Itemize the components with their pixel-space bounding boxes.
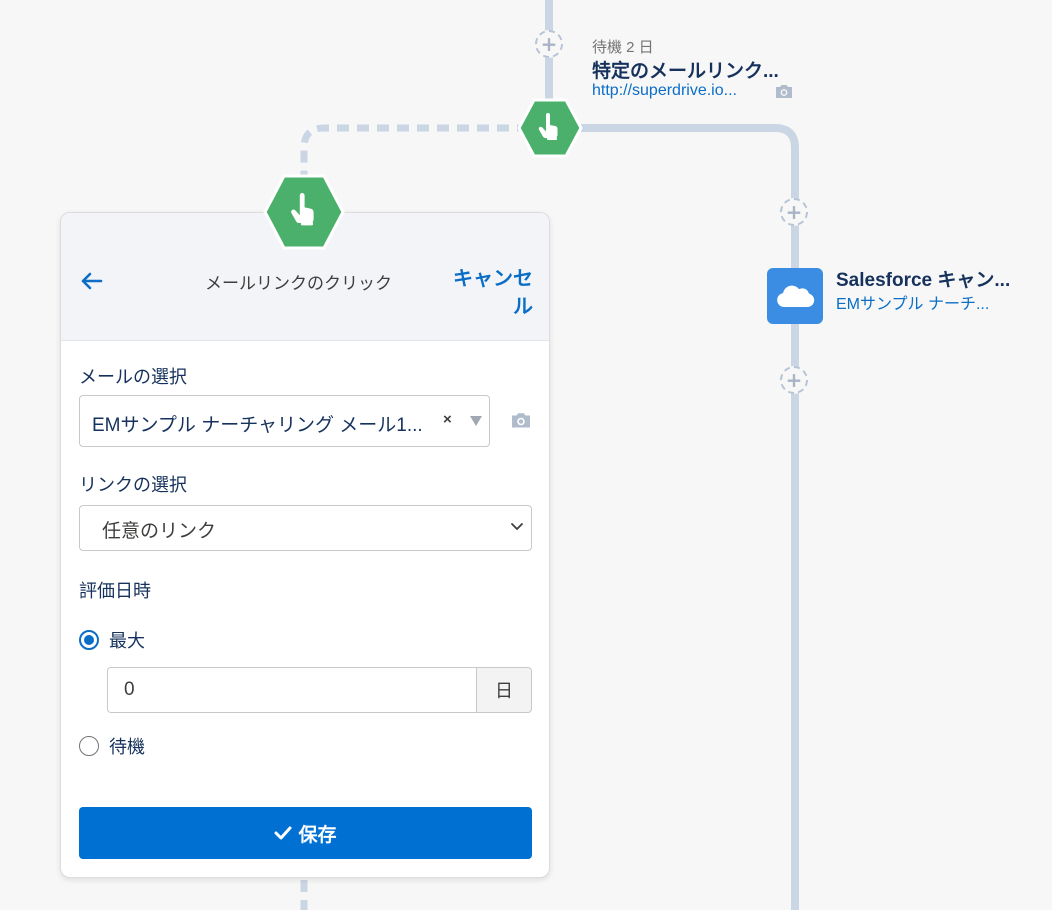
salesforce-node-subtitle[interactable]: EMサンプル ナーチ...: [836, 296, 990, 313]
back-arrow-icon[interactable]: [79, 271, 103, 291]
save-button-label: 保存: [298, 824, 337, 846]
salesforce-node[interactable]: [767, 268, 823, 324]
chevron-down-icon: [511, 523, 523, 530]
email-select-label: メールの選択: [79, 367, 187, 387]
pointer-hand-icon: [291, 193, 314, 226]
wait-node-meta: 待機 2 日: [592, 39, 654, 56]
radio-label-wait: 待機: [109, 737, 145, 757]
camera-icon[interactable]: [774, 83, 794, 99]
link-select-label: リンクの選択: [79, 475, 187, 495]
panel-title: メールリンクのクリック: [205, 274, 392, 293]
radio-option-wait[interactable]: 待機: [79, 733, 145, 759]
email-combobox-value: EMサンプル ナーチャリング メール1...: [92, 415, 423, 436]
pointer-hand-icon: [538, 113, 558, 140]
add-step-button[interactable]: +: [535, 30, 563, 58]
add-step-button[interactable]: +: [780, 198, 808, 226]
add-step-button[interactable]: +: [780, 366, 808, 394]
plus-icon: +: [785, 199, 803, 224]
radio-button-wait[interactable]: [79, 736, 99, 756]
max-days-input[interactable]: [107, 667, 477, 713]
plus-icon: +: [785, 367, 803, 392]
save-button[interactable]: 保存: [79, 807, 532, 859]
link-select-value: 任意のリンク: [102, 521, 217, 542]
radio-label-max: 最大: [109, 631, 145, 651]
wait-node-title[interactable]: 特定のメールリンク...: [592, 61, 779, 82]
days-unit-label: 日: [476, 667, 532, 713]
clear-icon[interactable]: ×: [443, 411, 452, 428]
click-trigger-node[interactable]: [517, 98, 583, 158]
wait-node-link[interactable]: http://superdrive.io...: [592, 82, 737, 99]
plus-icon: +: [540, 31, 558, 56]
step-editor-panel: メールリンクのクリック キャンセル メールの選択 EMサンプル ナーチャリング …: [60, 212, 550, 878]
caret-down-icon[interactable]: [470, 416, 482, 426]
flow-line-main: [545, 0, 553, 128]
salesforce-cloud-icon: [777, 285, 815, 307]
camera-icon[interactable]: [510, 411, 532, 429]
cancel-button[interactable]: キャンセル: [453, 268, 533, 318]
salesforce-node-title[interactable]: Salesforce キャン...: [836, 270, 1011, 291]
link-select[interactable]: 任意のリンク: [79, 505, 532, 551]
radio-button-max[interactable]: [79, 630, 99, 650]
selected-click-node[interactable]: [263, 174, 345, 250]
email-combobox[interactable]: EMサンプル ナーチャリング メール1... ×: [79, 395, 490, 447]
check-icon: [274, 826, 292, 840]
evaluation-label: 評価日時: [79, 581, 151, 601]
radio-option-max[interactable]: 最大: [79, 627, 145, 653]
